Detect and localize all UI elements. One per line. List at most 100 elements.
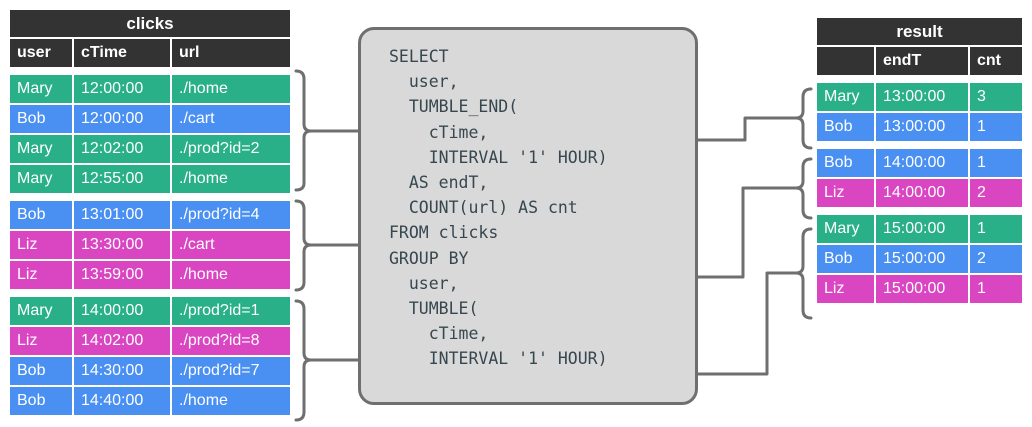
cell-ctime: 14:02:00 xyxy=(74,327,170,355)
cell-url: ./prod?id=1 xyxy=(172,297,290,325)
cell-cnt: 1 xyxy=(970,215,1022,243)
result-row-group: Mary 15:00:00 1 Bob 15:00:00 2 Liz 15:00… xyxy=(817,215,1022,303)
brace-result-group-3 xyxy=(794,227,813,320)
cell-user: Mary xyxy=(817,83,874,111)
cell-cnt: 1 xyxy=(970,149,1022,177)
table-row: Liz 14:02:00 ./prod?id=8 xyxy=(10,327,290,355)
cell-user: Bob xyxy=(10,387,72,415)
cell-user: Bob xyxy=(10,357,72,385)
cell-ctime: 14:00:00 xyxy=(74,297,170,325)
cell-cnt: 1 xyxy=(970,275,1022,303)
table-row: Bob 15:00:00 2 xyxy=(817,245,1022,273)
table-row: Liz 15:00:00 1 xyxy=(817,275,1022,303)
cell-ctime: 12:00:00 xyxy=(74,75,170,103)
result-row-group: Bob 14:00:00 1 Liz 14:00:00 2 xyxy=(817,149,1022,207)
cell-url: ./cart xyxy=(172,231,290,259)
brace-result-group-2 xyxy=(794,157,813,220)
table-row: Liz 13:59:00 ./home xyxy=(10,261,290,289)
clicks-column-header-user: user xyxy=(10,39,72,67)
cell-ctime: 13:01:00 xyxy=(74,201,170,229)
cell-url: ./home xyxy=(172,75,290,103)
cell-user: Bob xyxy=(10,201,72,229)
clicks-table: clicks user cTime url Mary 12:00:00 ./ho… xyxy=(10,10,290,415)
cell-ctime: 12:55:00 xyxy=(74,165,170,193)
table-row: Mary 13:00:00 3 xyxy=(817,83,1022,111)
cell-user: Bob xyxy=(10,105,72,133)
cell-cnt: 3 xyxy=(970,83,1022,111)
table-row: Bob 14:00:00 1 xyxy=(817,149,1022,177)
cell-user: Bob xyxy=(817,149,874,177)
cell-user: Liz xyxy=(10,231,72,259)
table-row: Liz 14:00:00 2 xyxy=(817,179,1022,207)
clicks-table-header-row: user cTime url xyxy=(10,39,290,67)
table-row: Mary 12:00:00 ./home xyxy=(10,75,290,103)
table-row: Mary 12:02:00 ./prod?id=2 xyxy=(10,135,290,163)
cell-url: ./cart xyxy=(172,105,290,133)
cell-user: Bob xyxy=(817,245,874,273)
brace-clicks-group-1 xyxy=(294,69,313,192)
cell-ctime: 13:59:00 xyxy=(74,261,170,289)
result-row-group: Mary 13:00:00 3 Bob 13:00:00 1 xyxy=(817,83,1022,141)
wire-query-to-result-group-1 xyxy=(696,116,798,142)
cell-user: Mary xyxy=(10,297,72,325)
cell-endt: 13:00:00 xyxy=(876,113,968,141)
cell-url: ./prod?id=2 xyxy=(172,135,290,163)
cell-user: Mary xyxy=(10,135,72,163)
brace-result-group-1 xyxy=(794,87,813,150)
cell-user: Mary xyxy=(10,75,72,103)
clicks-row-group: Mary 12:00:00 ./home Bob 12:00:00 ./cart… xyxy=(10,75,290,193)
result-table: result endT cnt Mary 13:00:00 3 Bob 13:0… xyxy=(817,18,1022,303)
table-row: Bob 14:40:00 ./home xyxy=(10,387,290,415)
clicks-row-group: Bob 13:01:00 ./prod?id=4 Liz 13:30:00 ./… xyxy=(10,201,290,289)
cell-ctime: 12:00:00 xyxy=(74,105,170,133)
sql-query-text: SELECT user, TUMBLE_END( cTime, INTERVAL… xyxy=(389,47,608,369)
cell-cnt: 1 xyxy=(970,113,1022,141)
cell-url: ./home xyxy=(172,387,290,415)
cell-url: ./home xyxy=(172,165,290,193)
cell-endt: 14:00:00 xyxy=(876,149,968,177)
cell-user: Mary xyxy=(10,165,72,193)
cell-ctime: 14:30:00 xyxy=(74,357,170,385)
result-column-header-user xyxy=(817,47,874,75)
table-row: Mary 14:00:00 ./prod?id=1 xyxy=(10,297,290,325)
cell-url: ./prod?id=4 xyxy=(172,201,290,229)
result-table-header-row: endT cnt xyxy=(817,47,1022,75)
result-column-header-cnt: cnt xyxy=(970,47,1022,75)
cell-url: ./prod?id=8 xyxy=(172,327,290,355)
cell-user: Liz xyxy=(817,179,874,207)
table-row: Bob 13:01:00 ./prod?id=4 xyxy=(10,201,290,229)
clicks-row-group: Mary 14:00:00 ./prod?id=1 Liz 14:02:00 .… xyxy=(10,297,290,415)
cell-user: Liz xyxy=(817,275,874,303)
cell-ctime: 12:02:00 xyxy=(74,135,170,163)
cell-user: Mary xyxy=(817,215,874,243)
cell-endt: 15:00:00 xyxy=(876,215,968,243)
cell-endt: 13:00:00 xyxy=(876,83,968,111)
table-row: Bob 12:00:00 ./cart xyxy=(10,105,290,133)
clicks-column-header-ctime: cTime xyxy=(74,39,170,67)
table-row: Bob 13:00:00 1 xyxy=(817,113,1022,141)
cell-cnt: 2 xyxy=(970,179,1022,207)
cell-cnt: 2 xyxy=(970,245,1022,273)
clicks-table-title: clicks xyxy=(10,10,290,37)
table-row: Mary 15:00:00 1 xyxy=(817,215,1022,243)
table-row: Mary 12:55:00 ./home xyxy=(10,165,290,193)
cell-ctime: 14:40:00 xyxy=(74,387,170,415)
wire-query-to-result-group-3 xyxy=(696,271,798,376)
brace-clicks-group-3 xyxy=(294,299,313,422)
cell-user: Liz xyxy=(10,261,72,289)
result-table-title: result xyxy=(817,18,1022,45)
cell-endt: 15:00:00 xyxy=(876,245,968,273)
cell-ctime: 13:30:00 xyxy=(74,231,170,259)
clicks-column-header-url: url xyxy=(172,39,290,67)
sql-query-box: SELECT user, TUMBLE_END( cTime, INTERVAL… xyxy=(358,27,698,405)
table-row: Liz 13:30:00 ./cart xyxy=(10,231,290,259)
cell-user: Bob xyxy=(817,113,874,141)
cell-endt: 14:00:00 xyxy=(876,179,968,207)
result-column-header-endt: endT xyxy=(876,47,968,75)
wire-query-to-result-group-2 xyxy=(696,186,798,279)
cell-endt: 15:00:00 xyxy=(876,275,968,303)
cell-user: Liz xyxy=(10,327,72,355)
table-row: Bob 14:30:00 ./prod?id=7 xyxy=(10,357,290,385)
brace-clicks-group-2 xyxy=(294,199,313,292)
